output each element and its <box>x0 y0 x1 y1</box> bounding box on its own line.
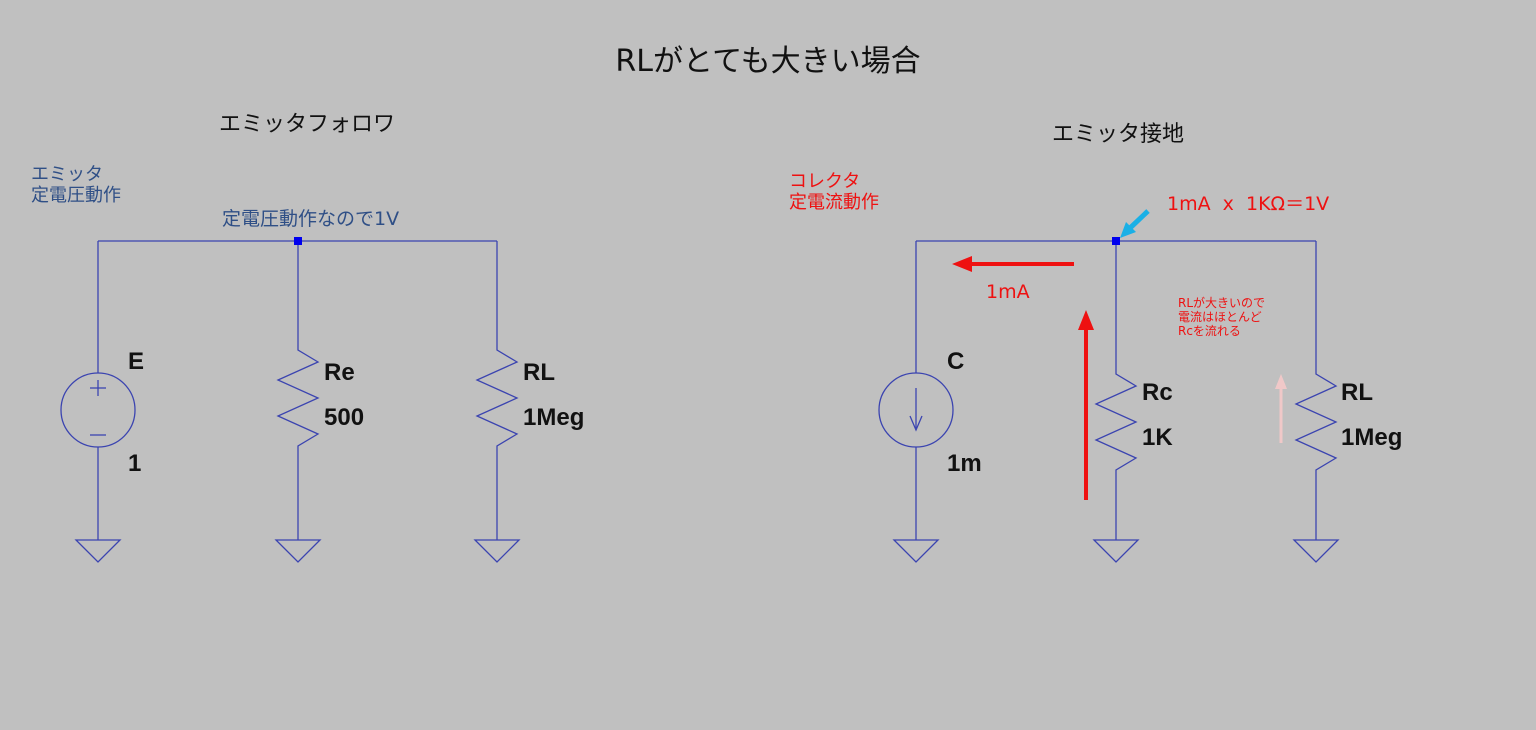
emitter-follower-circuit <box>60 240 521 563</box>
label-rc-name: Rc <box>1142 379 1173 406</box>
label-rl-left-name: RL <box>523 359 555 386</box>
node-dot-right[interactable] <box>1112 237 1120 245</box>
common-emitter-circuit <box>878 240 1340 563</box>
label-rl-right-name: RL <box>1341 379 1373 406</box>
current-arrow-left <box>952 256 1074 272</box>
ground-symbol-re <box>274 539 322 563</box>
right-subtitle: エミッタ接地 <box>1052 122 1185 147</box>
right-mode-note: コレクタ 定電流動作 <box>789 171 879 213</box>
resistor-rc[interactable] <box>1094 369 1138 475</box>
left-wire-note: 定電圧動作なので1V <box>222 208 400 230</box>
page-title: RLがとても大きい場合 <box>615 44 921 79</box>
pointer-arrow <box>1120 209 1150 238</box>
label-c-name: C <box>947 348 965 375</box>
rl-note-line1: RLが大きいので <box>1178 296 1266 310</box>
node-dot-left[interactable] <box>294 237 302 245</box>
rl-note-line3: Rcを流れる <box>1178 324 1241 338</box>
label-rc-value: 1K <box>1142 424 1173 451</box>
label-re-value: 500 <box>324 404 365 431</box>
label-c-value: 1m <box>947 450 982 477</box>
right-mode-note-line1: コレクタ <box>789 171 861 192</box>
current-source-c[interactable] <box>878 372 954 448</box>
ground-symbol-rc <box>1092 539 1140 563</box>
label-re-name: Re <box>324 359 355 386</box>
left-mode-note-line2: 定電圧動作 <box>31 185 121 206</box>
current-arrow-up <box>1078 310 1094 500</box>
rl-note-line2: 電流はほとんど <box>1178 310 1262 324</box>
voltage-source-e[interactable] <box>60 372 136 448</box>
ground-symbol-rl-left <box>473 539 521 563</box>
ohms-law-equation: 1mA x 1KΩ＝1V <box>1167 193 1330 215</box>
label-e-name: E <box>128 348 145 375</box>
label-e-value: 1 <box>128 450 142 477</box>
label-rl-left-value: 1Meg <box>523 404 585 431</box>
ground-symbol-rl-right <box>1292 539 1340 563</box>
left-subtitle: エミッタフォロワ <box>219 112 396 137</box>
resistor-rl-left[interactable] <box>475 345 519 451</box>
ground-symbol-e <box>74 539 122 563</box>
faint-arrow-up <box>1275 374 1287 443</box>
current-label: 1mA <box>986 281 1030 303</box>
ground-symbol-c <box>892 539 940 563</box>
right-mode-note-line2: 定電流動作 <box>789 192 879 213</box>
resistor-re[interactable] <box>276 345 320 451</box>
rl-note: RLが大きいので 電流はほとんど Rcを流れる <box>1178 296 1265 338</box>
left-mode-note-line1: エミッタ <box>31 164 103 185</box>
left-mode-note: エミッタ 定電圧動作 <box>31 164 121 206</box>
label-rl-right-value: 1Meg <box>1341 424 1403 451</box>
current-source-arrow-head <box>909 415 923 432</box>
resistor-rl-right[interactable] <box>1294 369 1338 475</box>
